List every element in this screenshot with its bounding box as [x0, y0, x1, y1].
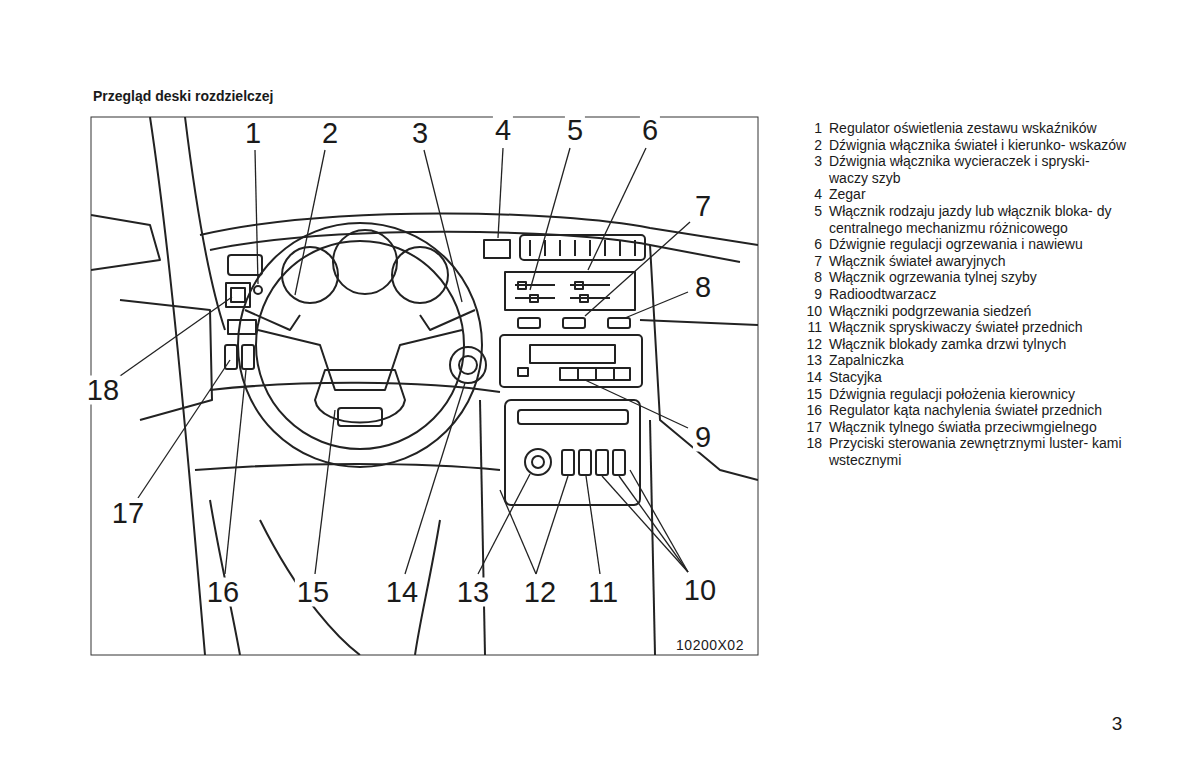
- item-number: 1: [800, 120, 822, 137]
- item-number: 15: [800, 386, 822, 403]
- item-number: 9: [800, 286, 822, 303]
- legend-row: 8 Włącznik ogrzewania tylnej szyby: [800, 269, 1129, 286]
- legend-row: 3Dźwignia włącznika wycieraczek i sprysk…: [800, 153, 1129, 186]
- callout-number: 12: [522, 578, 558, 607]
- callout-number: 4: [493, 116, 513, 145]
- callout-number: 1: [243, 119, 263, 148]
- legend-row: 6 Dźwignie regulacji ogrzewania i nawiewu: [800, 236, 1129, 253]
- callout-number: 14: [384, 578, 420, 607]
- item-description: Regulator oświetlenia zestawu wskaźników: [829, 120, 1129, 137]
- item-description: Włącznik tylnego światła przeciwmgielneg…: [829, 419, 1129, 436]
- figure-code: 10200X02: [676, 637, 744, 653]
- callout-number: 18: [85, 376, 121, 405]
- item-description: Zapalniczka: [829, 352, 1129, 369]
- legend-row: 13 Zapalniczka: [800, 352, 1129, 369]
- legend-row: 18Przyciski sterowania zewnętrznymi lust…: [800, 435, 1129, 468]
- item-description: Włączniki podgrzewania siedzeń: [829, 303, 1129, 320]
- item-description: Stacyjka: [829, 369, 1129, 386]
- legend-list: 1 Regulator oświetlenia zestawu wskaźnikó…: [800, 120, 1129, 468]
- item-number: 16: [800, 402, 822, 419]
- legend-row: 7 Włącznik świateł awaryjnych: [800, 253, 1129, 270]
- callout-number: 8: [693, 273, 713, 302]
- figure-frame: [91, 117, 758, 655]
- item-description: Dźwignia regulacji położenia kierownicy: [829, 386, 1129, 403]
- legend-row: 2 Dźwignia włącznika świateł i kierunko- …: [800, 137, 1129, 154]
- callout-number: 16: [205, 578, 241, 607]
- item-number: 3: [800, 153, 822, 186]
- callout-number: 10: [682, 576, 718, 605]
- legend-row: 17 Włącznik tylnego światła przeciwmgieln…: [800, 419, 1129, 436]
- item-description: Włącznik rodzaju jazdy lub włącznik blok…: [829, 203, 1129, 236]
- item-number: 5: [800, 203, 822, 236]
- callout-number: 15: [295, 578, 331, 607]
- item-number: 12: [800, 336, 822, 353]
- page-number: 3: [1112, 713, 1123, 735]
- dashboard-drawing: [91, 117, 758, 655]
- item-description: Włącznik blokady zamka drzwi tylnych: [829, 336, 1129, 353]
- callout-number: 3: [410, 119, 430, 148]
- item-description: Zegar: [829, 186, 1129, 203]
- page-heading: Przegląd deski rozdzielczej: [93, 88, 274, 104]
- callout-number: 11: [586, 578, 620, 607]
- item-number: 6: [800, 236, 822, 253]
- callout-number: 7: [693, 192, 713, 221]
- callout-number: 9: [693, 423, 713, 452]
- item-number: 10: [800, 303, 822, 320]
- legend-row: 16 Regulator kąta nachylenia świateł prze…: [800, 402, 1129, 419]
- callout-number: 17: [110, 499, 146, 528]
- callout-number: 2: [320, 119, 340, 148]
- legend-row: 9 Radioodtwarzacz: [800, 286, 1129, 303]
- legend-row: 1 Regulator oświetlenia zestawu wskaźnikó…: [800, 120, 1129, 137]
- legend-row: 4 Zegar: [800, 186, 1129, 203]
- legend-row: 14 Stacyjka: [800, 369, 1129, 386]
- item-number: 2: [800, 137, 822, 154]
- item-description: Dźwignia włącznika świateł i kierunko- w…: [829, 137, 1129, 154]
- leader-lines: [120, 148, 690, 574]
- item-number: 14: [800, 369, 822, 386]
- callout-number: 13: [455, 578, 491, 607]
- item-number: 11: [800, 319, 822, 336]
- item-description: Dźwignia włącznika wycieraczek i spryski…: [829, 153, 1129, 186]
- item-description: Włącznik ogrzewania tylnej szyby: [829, 269, 1129, 286]
- item-number: 17: [800, 419, 822, 436]
- item-number: 8: [800, 269, 822, 286]
- item-description: Przyciski sterowania zewnętrznymi luster…: [829, 435, 1129, 468]
- item-number: 18: [800, 435, 822, 468]
- callout-number: 6: [640, 116, 660, 145]
- legend-row: 15 Dźwignia regulacji położenia kierownic…: [800, 386, 1129, 403]
- item-number: 7: [800, 253, 822, 270]
- item-description: Włącznik spryskiwaczy świateł przednich: [829, 319, 1129, 336]
- legend-row: 12 Włącznik blokady zamka drzwi tylnych: [800, 336, 1129, 353]
- legend-row: 10 Włączniki podgrzewania siedzeń: [800, 303, 1129, 320]
- item-description: Dźwignie regulacji ogrzewania i nawiewu: [829, 236, 1129, 253]
- item-description: Radioodtwarzacz: [829, 286, 1129, 303]
- legend-row: 5Włącznik rodzaju jazdy lub włącznik blo…: [800, 203, 1129, 236]
- item-description: Regulator kąta nachylenia świateł przedn…: [829, 402, 1129, 419]
- item-number: 13: [800, 352, 822, 369]
- legend-row: 11 Włącznik spryskiwaczy świateł przednic…: [800, 319, 1129, 336]
- callout-number: 5: [565, 116, 585, 145]
- item-description: Włącznik świateł awaryjnych: [829, 253, 1129, 270]
- item-number: 4: [800, 186, 822, 203]
